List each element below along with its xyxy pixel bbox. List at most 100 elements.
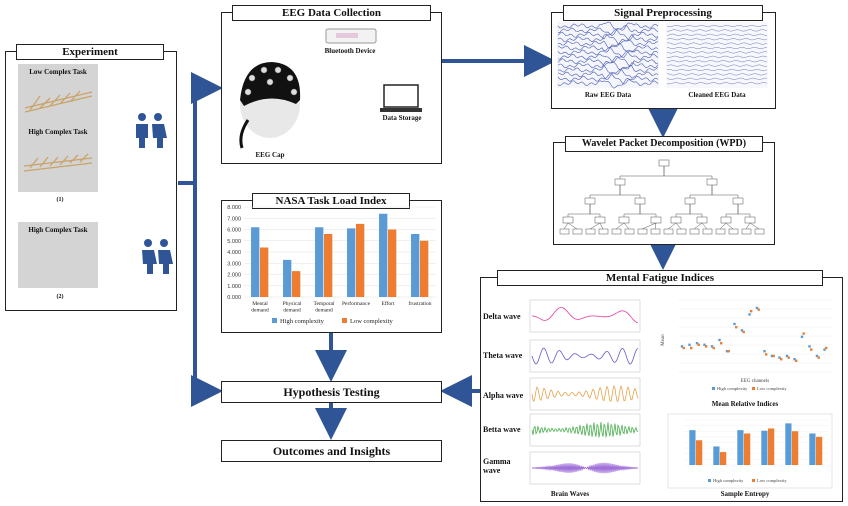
cleaned-eeg-trace [666,77,768,80]
nasa-title: NASA Task Load Index [252,193,410,209]
scatter-point-low [705,345,708,348]
wpd-link [689,204,703,217]
entropy-bar [768,428,775,465]
scatter-point-high [815,354,819,358]
wave-label-delta: Delta wave [483,312,521,321]
cleaned-eeg-trace [666,82,768,85]
raw-eeg-trace [557,39,659,49]
nasa-ytick: 7.000 [227,216,241,222]
nasa-ytick: 4.000 [227,250,241,256]
wpd-leaf [611,228,622,235]
brain-waves-label: Brain Waves [550,490,590,498]
scatter-legend-label: Low complexity [757,386,787,391]
cap-label: EEG Cap [255,151,285,159]
wpd-link [745,222,751,230]
cleaned-eeg-trace [666,46,768,50]
nasa-bar [379,213,388,297]
scatter-point-low [697,343,700,346]
nasa-bar [283,259,292,297]
label-2: (2) [56,294,64,300]
wave-trace [531,347,639,365]
wave-plot-frame [529,413,641,447]
cleaned-eeg-trace [666,64,768,67]
wpd-link [737,204,751,217]
raw-eeg-trace [557,46,659,58]
raw-eeg-trace [557,61,659,71]
scatter-point-low [682,346,685,350]
scatter-point-high [740,329,744,332]
high-task-label-2: High Complex Task [28,226,88,234]
nasa-ytick: 5.000 [227,239,241,245]
nasa-ytick: 3.000 [227,261,241,267]
scatter-point-high [695,342,699,345]
scatter-point-high [770,354,774,358]
wave-trace [531,421,639,438]
wpd-leaf [715,228,726,235]
raw-eeg-trace [557,51,659,63]
scatter-point-high [680,345,684,348]
wave-label-betta: Betta wave [483,425,521,434]
wpd-link [615,222,625,230]
scatter-point-high [688,343,691,346]
scatter-point-high [785,354,789,358]
entropy-bar [816,436,823,465]
nasa-category-label: demand [315,308,333,314]
nasa-legend-swatch [272,318,277,323]
wpd-link [667,222,677,230]
scatter-point-low [825,346,828,350]
cleaned-eeg-trace [666,68,768,72]
wave-label-theta: Theta wave [483,351,523,360]
scatter-frame [656,296,836,396]
wpd-leaf [689,228,700,235]
wpd-link [639,204,657,217]
raw-eeg-trace [557,24,659,36]
cleaned-eeg-trace [667,29,768,32]
wpd-link [641,222,657,230]
raw-eeg-label: Raw EEG Data [584,91,632,99]
scatter-point-low [735,326,738,329]
scatter-legend-swatch [752,387,755,390]
arrow-exp-to-eeg [178,72,223,185]
scatter-point-high [718,338,721,342]
scatter-point-low [757,308,760,311]
scatter-point-high [703,343,706,346]
scatter-point-high [808,345,811,348]
scatter-point-high [748,313,751,316]
scatter-point-high [800,335,804,338]
nasa-bar [411,234,420,297]
sample-entropy-label: Sample Entropy [720,490,770,498]
hypothesis-box: Hypothesis Testing [221,381,442,403]
wpd-leaf [650,228,661,235]
nasa-bar [260,247,269,297]
scatter-point-low [727,350,730,353]
wpd-leaf [598,228,609,235]
scatter-point-low [765,353,768,356]
bluetooth-label: Bluetooth Device [324,47,376,55]
scatter-point-low [802,332,805,335]
nasa-ytick: 6.000 [227,228,241,234]
computer-icon [380,84,422,112]
eeg-collection-title: EEG Data Collection [232,5,431,21]
wave-plot-frame [529,377,641,411]
storage-label: Data Storage [382,114,422,122]
nasa-bar [292,271,301,297]
wpd-leaf [754,228,765,235]
wpd-leaf [663,228,674,235]
wave-label-alpha: Alpha wave [483,391,524,400]
nasa-bar [251,227,260,297]
cleaned-eeg-trace [666,38,768,41]
wpd-panel [553,142,775,245]
entropy-bar [696,440,703,465]
nasa-category-label: Physical [283,301,302,307]
wpd-link [599,222,604,230]
nasa-legend-swatch [342,318,347,323]
scatter-point-low [810,348,813,351]
entropy-bar [713,446,720,465]
wpd-title: Wavelet Packet Decomposition (WPD) [565,136,763,152]
wpd-link [654,222,657,230]
entropy-bar [744,433,751,465]
cleaned-eeg-trace [666,73,768,76]
